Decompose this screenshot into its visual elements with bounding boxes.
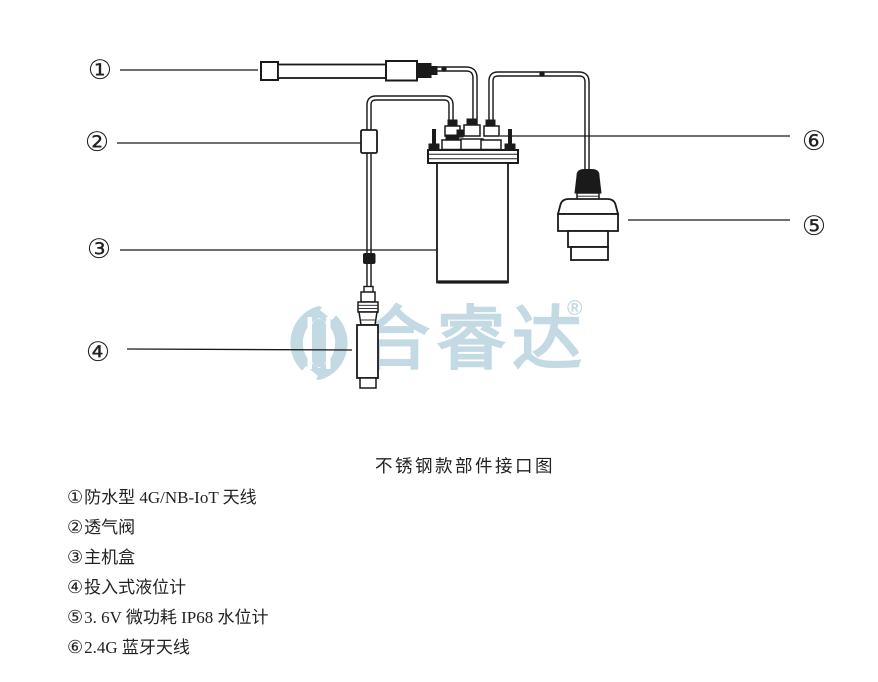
callout-6: ⑥	[801, 126, 827, 156]
legend-num: ①	[67, 487, 84, 507]
legend-item-3: ③主机盒	[67, 542, 268, 572]
legend-label: 透气阀	[84, 518, 136, 537]
main-unit-box	[427, 118, 519, 284]
legend-label: 3. 6V 微功耗 IP68 水位计	[84, 608, 269, 627]
legend-label: 投入式液位计	[84, 578, 187, 597]
callout-3: ③	[86, 234, 112, 264]
waterproof-antenna	[260, 60, 438, 82]
watermark-brand-text: 合睿达	[360, 302, 588, 379]
legend-item-4: ④投入式液位计	[67, 572, 268, 602]
legend-label: 主机盒	[84, 548, 136, 567]
mount-bolts	[428, 129, 516, 150]
legend-item-6: ⑥2.4G 蓝牙天线	[67, 632, 268, 662]
callout-1: ①	[87, 55, 113, 85]
callout-5: ⑤	[801, 211, 827, 241]
legend-label: 2.4G 蓝牙天线	[84, 638, 190, 657]
cable-antenna-to-box	[436, 66, 478, 128]
submersible-level-probe	[356, 285, 379, 389]
diagram-caption: 不锈钢款部件接口图	[375, 456, 555, 476]
callout-4: ④	[85, 337, 111, 367]
breather-valve	[360, 129, 378, 154]
cable-joint	[363, 253, 376, 264]
legend-item-5: ⑤3. 6V 微功耗 IP68 水位计	[67, 602, 268, 632]
cable-glands	[441, 118, 502, 151]
cable-tie-dot	[539, 71, 545, 77]
cable-box-to-gauge	[488, 71, 590, 172]
brand-logo-icon	[290, 304, 348, 382]
legend-num: ⑥	[67, 637, 84, 657]
parts-legend: ①防水型 4G/NB-IoT 天线 ②透气阀 ③主机盒 ④投入式液位计 ⑤3. …	[67, 482, 268, 662]
callout-2: ②	[84, 127, 110, 157]
cable-tie-dot	[441, 66, 447, 72]
water-level-gauge	[556, 169, 620, 261]
legend-item-1: ①防水型 4G/NB-IoT 天线	[67, 482, 268, 512]
legend-num: ⑤	[67, 607, 84, 627]
leader-lines	[117, 69, 790, 351]
cable-valve-to-probe	[363, 152, 376, 290]
legend-num: ④	[67, 577, 84, 597]
cable-valve-to-box	[366, 95, 454, 132]
legend-num: ③	[67, 547, 84, 567]
legend-label: 防水型 4G/NB-IoT 天线	[84, 488, 257, 507]
legend-num: ②	[67, 517, 84, 537]
legend-item-2: ②透气阀	[67, 512, 268, 542]
registered-trademark-icon: ®	[567, 297, 583, 320]
